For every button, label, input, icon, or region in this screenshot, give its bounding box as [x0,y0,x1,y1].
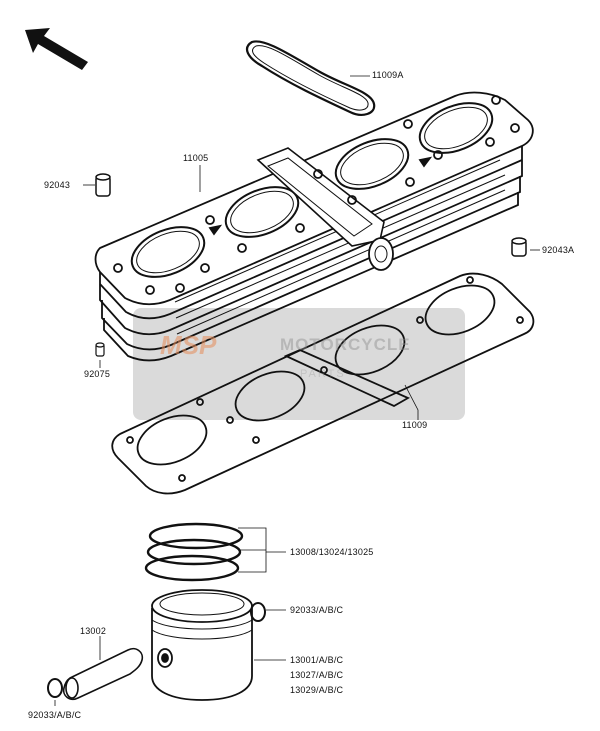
part-label-92043a: 92043A [542,245,575,255]
part-label-11005: 11005 [183,153,209,163]
cylinder-block [94,91,534,362]
watermark-logo: MSP [160,330,217,360]
piston-pin [62,647,144,701]
circlip-left [47,678,63,698]
circlip-right [250,602,266,622]
piston [151,589,253,701]
cylinder-base-gasket [111,272,535,495]
leader-lines [54,75,540,706]
part-label-11009: 11009 [402,420,428,430]
watermark-brand: MOTORCYCLE [280,335,411,354]
dowel-pin-right [511,237,527,257]
part-label-circlip-right: 92033/A/B/C [290,605,344,615]
part-label-piston-2: 13027/A/B/C [290,670,344,680]
part-label-11009a: 11009A [372,70,404,80]
small-pin [95,342,105,357]
part-label-13002: 13002 [80,626,107,636]
head-cover-gasket [245,40,376,116]
part-label-piston-1: 13001/A/B/C [290,655,344,665]
part-label-ring-set: 13008/13024/13025 [290,547,374,557]
part-label-92043: 92043 [44,180,71,190]
part-label-piston-3: 13029/A/B/C [290,685,344,695]
front-direction-arrow-icon [25,28,88,70]
dowel-pin-left [95,173,111,197]
part-label-92075: 92075 [84,369,111,379]
watermark-sub: PARTS [300,368,346,380]
part-label-circlip-left: 92033/A/B/C [28,710,82,720]
piston-ring-set [144,522,244,582]
